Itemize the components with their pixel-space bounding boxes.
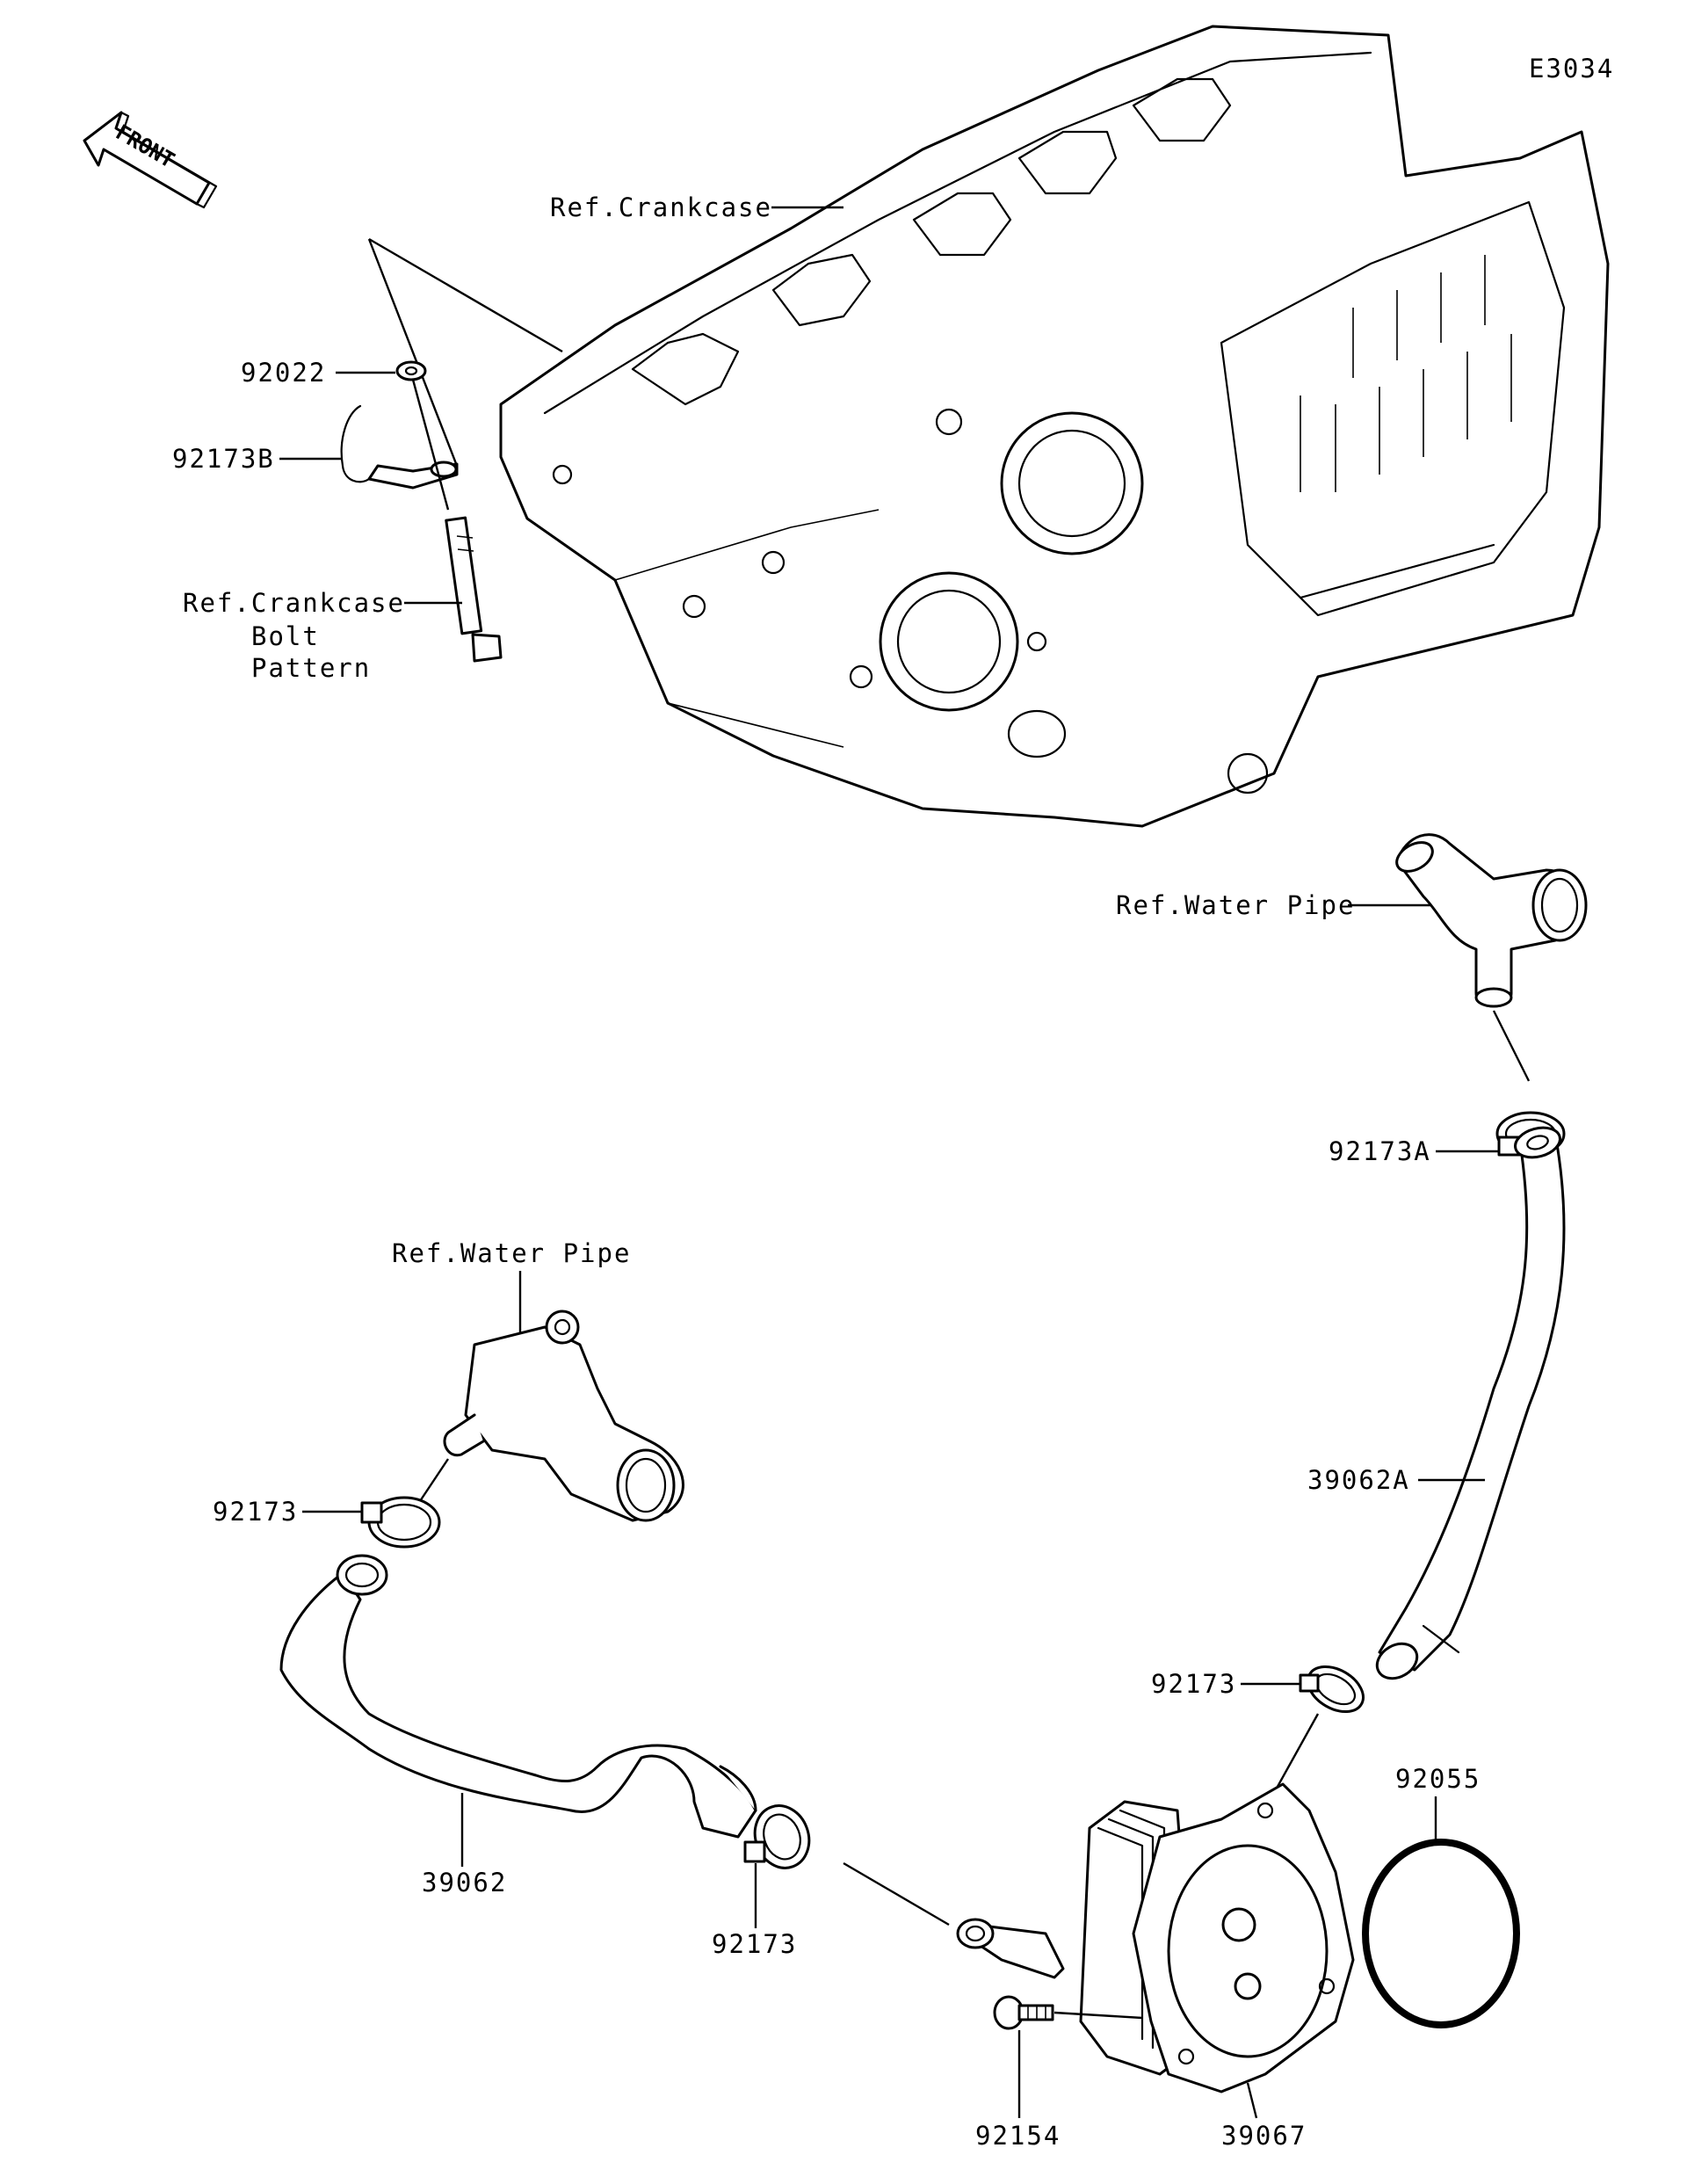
cooler-inlet-axis	[843, 1861, 950, 1926]
ref-water-pipe-left-label: Ref.Water Pipe	[392, 1238, 631, 1268]
pipe-right-axis-1	[1492, 1010, 1531, 1082]
part-92173B-label: 92173B	[172, 444, 275, 474]
bolt-group-leader-a	[368, 237, 563, 353]
part-39067-leader	[1246, 2082, 1258, 2119]
part-92022-label: 92022	[241, 358, 326, 388]
ref-crankcase-bolt-label-line1: Ref.Crankcase	[183, 588, 405, 618]
ref-crankcase-bolt-label-line3: Pattern	[251, 653, 371, 683]
washer-92022	[395, 360, 427, 381]
part-92173-right-label: 92173	[1151, 1669, 1236, 1699]
clamp-92173-right	[1299, 1665, 1365, 1714]
clamp-92173-bottom	[743, 1804, 811, 1869]
o-ring-92055	[1362, 1839, 1520, 2028]
part-92173-bottom-label: 92173	[712, 1929, 797, 1959]
part-39062A-label: 39062A	[1307, 1465, 1410, 1495]
water-pipe-left	[443, 1310, 684, 1522]
part-92154-label: 92154	[975, 2121, 1061, 2151]
diagram-code: E3034	[1529, 54, 1614, 83]
part-92173A-label: 92173A	[1329, 1136, 1431, 1166]
hose-39062A	[1375, 1126, 1566, 1680]
bolt-92154	[993, 1995, 1054, 2030]
oil-cooler-39067	[956, 1782, 1355, 2093]
ref-crankcase-label: Ref.Crankcase	[550, 192, 772, 222]
clamp-92173-left	[360, 1496, 441, 1549]
cooler-axis-line	[1272, 1713, 1320, 1794]
part-92173-left-label: 92173	[213, 1497, 298, 1527]
crankcase-drawing	[499, 25, 1610, 828]
bolt-92154-axis	[1053, 2011, 1143, 2020]
bolt-axis-line	[411, 379, 450, 511]
hose-39062	[279, 1554, 757, 1839]
part-39067-label: 39067	[1221, 2121, 1307, 2151]
clamp-92173B	[340, 404, 459, 490]
part-39062-label: 39062	[422, 1868, 507, 1897]
front-arrow: FRONT	[83, 111, 218, 209]
crankcase-bolt	[445, 516, 503, 663]
ref-water-pipe-right-label: Ref.Water Pipe	[1116, 890, 1355, 920]
bolt-group-leader-b	[367, 238, 459, 467]
ref-crankcase-bolt-label-line2: Bolt	[251, 621, 320, 651]
water-pipe-right	[1395, 833, 1588, 1008]
part-92055-label: 92055	[1395, 1764, 1481, 1794]
